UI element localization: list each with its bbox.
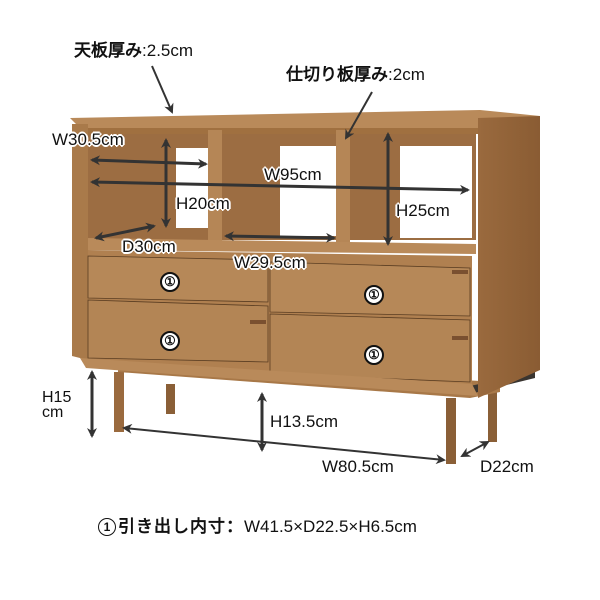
- partition: [208, 130, 222, 244]
- top-board-thickness-label: 天板厚み:2.5cm: [74, 42, 193, 60]
- caption-spec: W41.5×D22.5×H6.5cm: [244, 517, 417, 536]
- drawer-badge-top-right: ①: [364, 285, 384, 305]
- dimension-arrows: [87, 132, 490, 465]
- floor-height-label-line1: H15: [42, 389, 72, 406]
- partition-label-value: 2cm: [392, 65, 425, 84]
- drawer-badge-bottom-left: ①: [160, 331, 180, 351]
- leg-depth-label: D22cm: [480, 457, 534, 476]
- top-board: [70, 110, 540, 128]
- caption-separator: ：: [226, 517, 244, 537]
- left-shelf-width-label: W30.5cm: [52, 130, 124, 149]
- right-shelf-height-label: H25cm: [396, 201, 450, 220]
- under-clearance-label: H13.5cm: [270, 412, 339, 431]
- floor-height-label-line2: cm: [42, 404, 64, 421]
- total-width-label: W95cm: [264, 165, 322, 184]
- floor-height-label: H15 cm: [42, 389, 72, 421]
- separator: :: [388, 65, 393, 84]
- drawer-marker-icon: 1: [98, 518, 116, 536]
- partition: [336, 130, 350, 250]
- left-shelf-height-label: H20cm: [176, 194, 230, 213]
- legs: [114, 372, 497, 464]
- partition-label-name: 仕切り板厚み: [286, 65, 388, 85]
- shelf-depth-label: D30cm: [122, 237, 176, 256]
- separator: :: [142, 41, 147, 60]
- drawer-badge-top-left: ①: [160, 272, 180, 292]
- leg-width-label: W80.5cm: [322, 457, 394, 476]
- top-board-label-name: 天板厚み: [74, 41, 142, 61]
- middle-shelf-width-label: W29.5cm: [234, 253, 306, 272]
- side-panel: [478, 116, 540, 398]
- caption-title: 引き出し内寸: [118, 517, 226, 537]
- drawer-badge-bottom-right: ①: [364, 345, 384, 365]
- drawer-bank: [87, 250, 472, 384]
- partition-thickness-label: 仕切り板厚み:2cm: [286, 66, 425, 84]
- top-board-label-value: 2.5cm: [146, 41, 194, 60]
